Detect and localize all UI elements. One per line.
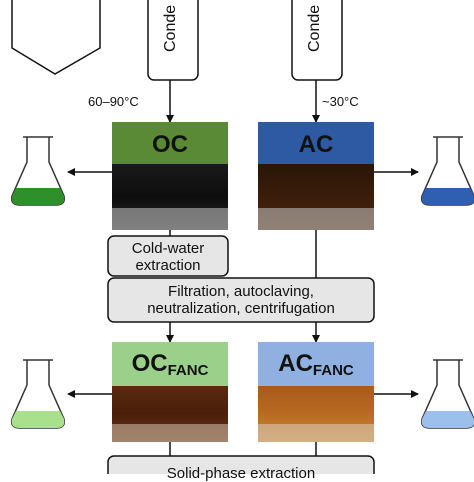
oc-header bbox=[112, 122, 228, 164]
condenser-right-label: Conde bbox=[306, 4, 323, 52]
flask-oc-fanc bbox=[10, 359, 66, 429]
condenser-left bbox=[147, 0, 199, 81]
ac-header bbox=[258, 122, 374, 164]
oc-fanc-label: OCFANC bbox=[112, 350, 228, 379]
oc-fanc-main: OC bbox=[131, 350, 168, 377]
reactor-shape bbox=[11, 0, 101, 75]
flask-ac-fanc bbox=[420, 359, 474, 429]
temp-left: 60–90°C bbox=[88, 94, 139, 109]
ac-label: AC bbox=[298, 131, 334, 158]
cold-water-text: Cold-water extraction bbox=[108, 240, 228, 274]
cold-water-line-1: Cold-water bbox=[131, 240, 205, 257]
ac-fanc-header bbox=[258, 342, 374, 386]
flask-ac bbox=[420, 136, 474, 206]
temp-right: ~30°C bbox=[322, 94, 359, 109]
filtration-line-2: neutralization, centrifugation bbox=[147, 300, 335, 317]
ac-fanc-main: AC bbox=[278, 350, 313, 377]
flask-oc bbox=[10, 136, 66, 206]
oc-label: OC bbox=[152, 131, 188, 158]
cold-water-box bbox=[107, 235, 229, 277]
ac-fanc-label: ACFANC bbox=[258, 350, 374, 379]
filtration-text: Filtration, autoclaving, neutralization,… bbox=[108, 283, 374, 317]
condenser-left-label: Conde bbox=[162, 4, 179, 52]
filtration-box bbox=[107, 277, 375, 323]
condenser-right bbox=[291, 0, 343, 81]
cold-water-line-2: extraction bbox=[135, 257, 201, 274]
ac-fanc-sub: FANC bbox=[312, 362, 354, 379]
oc-fanc-sub: FANC bbox=[167, 362, 209, 379]
spe-box bbox=[107, 455, 375, 474]
filtration-line-1: Filtration, autoclaving, bbox=[168, 283, 314, 300]
oc-fanc-header bbox=[112, 342, 228, 386]
